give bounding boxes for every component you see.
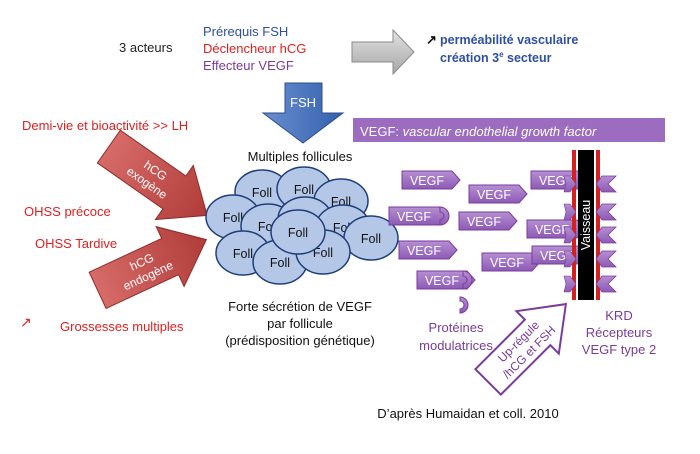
half-life-text: Demi-vie et bioactivité >> LH [22,118,188,133]
vegf-tag: VEGF [526,219,586,239]
hcg-endogenous-arrow: hCG endogène [88,225,208,310]
fsh-arrow-label: FSH [290,95,316,110]
multiple-pregnancies-text: Grossesses multiples [60,319,184,334]
vegf-tag-label: VEGF [407,244,441,258]
vegf-tag-label: VEGF [410,174,444,188]
follicle-label: Foll [223,211,243,225]
source-citation: D’après Humaidan et coll. 2010 [377,406,558,421]
vegf-tag-label: VEGF [467,215,501,229]
vegf-tag-label: VEGF [425,274,459,288]
ohss-late-text: OHSS Tardive [35,236,117,251]
modulator-binding-icon [462,270,473,290]
vascular-permeability-text: perméabilité vasculaire [440,33,578,47]
vegf-tag: VEGF [458,211,518,231]
increase-arrow-icon: ↗ [20,314,32,330]
vegf-tag: VEGF [398,240,458,260]
secretion-line1: Forte sécrétion de VEGF [228,299,372,314]
modulator-binding-icon [439,206,450,226]
receptors-line1: KRD [605,308,632,323]
vegf-tag-shape [398,240,458,260]
fsh-down-arrow [261,82,345,144]
vegf-tag-shape [468,184,528,204]
effector-vegf-text: Effecteur VEGF [203,58,294,73]
receptor-chevron-left [563,275,577,293]
receptors-line3: VEGF type 2 [582,342,656,357]
actors-label: 3 acteurs [119,40,173,55]
up-arrow-icon: ↗ [426,32,437,47]
vegf-definition-banner [353,118,665,142]
follicle-label: Foll [270,256,290,270]
vessel-wall-right [596,150,600,300]
follicle-label: Foll [252,186,272,200]
vegf-tag: VEGF [416,270,476,290]
vegf-tag-shape [481,252,541,272]
modulators-line1: Protéines [429,320,484,335]
vegf-tag-label: VEGF [490,256,524,270]
receptor-chevron [595,275,617,293]
vessel-lumen [578,150,594,300]
vegf-tag-label: VEGF [477,188,511,202]
follicle-label: Foll [294,183,314,197]
vegf-definition-text: VEGF: vascular endothelial growth factor [360,124,597,139]
follicle-label: Foll [361,232,381,246]
secretion-line2: par follicule [267,316,333,331]
vessel-wall-left [572,150,576,300]
follicle-label: Foll [313,246,333,260]
multiple-follicles-title: Multiples follicules [248,149,353,164]
follicle-label: Foll [288,226,308,240]
hcg-exogenous-arrow: hCG exogène [96,129,208,221]
vegf-tag-label: VEGF [397,210,431,224]
vegf-tag-shape [401,170,461,190]
vegf-tag: VEGF [388,206,448,226]
receptor-chevron-left [563,175,577,193]
receptors-line2: Récepteurs [586,325,653,340]
prerequisite-fsh-text: Prérequis FSH [203,24,288,39]
vegf-tag: VEGF [468,184,528,204]
vegf-tag: VEGF [401,170,461,190]
vegf-tag-label: VEGF [535,223,569,237]
trigger-hcg-text: Déclencheur hCG [203,41,306,56]
modulator-protein-icon [459,296,469,314]
follicle: Foll [270,209,326,255]
ohss-early-text: OHSS précoce [24,204,111,219]
third-sector-text: création 3e secteur [440,50,552,65]
grey-right-arrow [351,28,415,76]
vegf-tag-shape [458,211,518,231]
modulators-line2: modulatrices [419,338,493,353]
follicle-shape [270,209,326,255]
receptor-chevron-left [563,203,577,221]
receptor-chevron [595,175,617,193]
receptor-chevron-left [563,226,577,244]
receptor-chevron [595,226,617,244]
receptor-chevron-left [563,250,577,268]
vegf-tag: VEGF [481,252,541,272]
receptor-chevron [595,203,617,221]
secretion-line3: (prédisposition génétique) [225,333,375,348]
vessel-label: Vaisseau [579,200,593,251]
follicle-label: Foll [233,247,253,261]
vegf-receptors [563,175,617,293]
receptor-chevron [595,250,617,268]
